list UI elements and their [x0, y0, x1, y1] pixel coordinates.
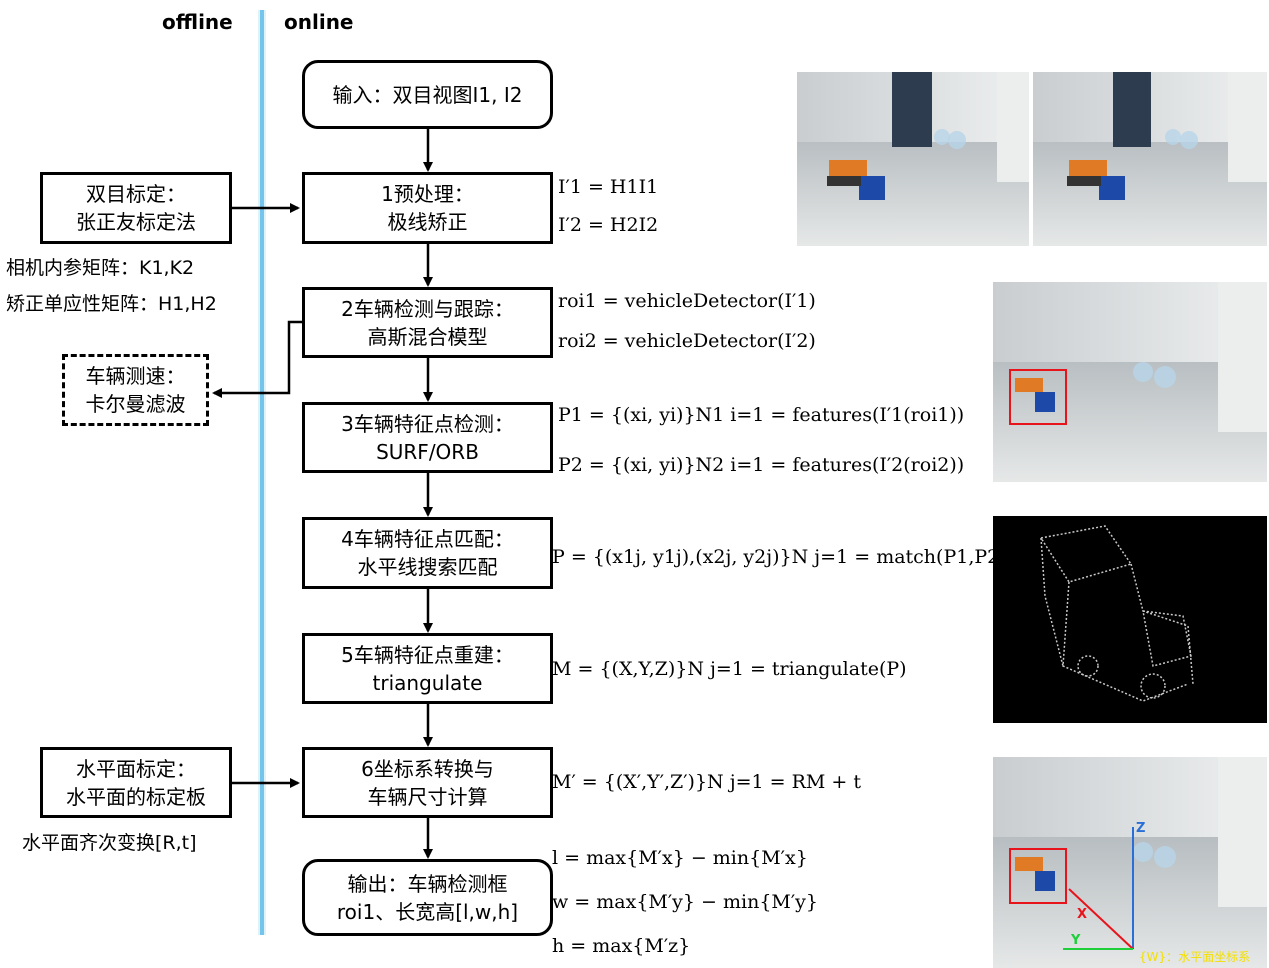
plane-bounding-box — [1009, 848, 1067, 904]
x-axis-line — [1068, 888, 1134, 950]
step4-method: 水平线搜索匹配 — [357, 555, 498, 579]
plane-transform-label: 水平面齐次变换[R,t] — [22, 832, 197, 854]
output-box: 输出：车辆检测框 roi1、长宽高[l,w,h] — [302, 859, 553, 936]
rectified-stereo-image — [797, 72, 1267, 246]
z-axis-label: Z — [1136, 821, 1146, 836]
stereo-calibration-title: 双目标定： — [86, 182, 186, 206]
step1-method: 极线矫正 — [387, 210, 468, 234]
plane-coordinate-image: Z X Y {W}：水平面坐标系 — [993, 757, 1267, 968]
formula-match: P = {(x1j, y1j),(x2j, y2j)}N j=1 = match… — [552, 546, 1007, 568]
stereo-calibration-box: 双目标定： 张正友标定法 — [40, 172, 232, 244]
y-axis-label: Y — [1071, 933, 1081, 948]
formula-features-right: P2 = {(xi, yi)}N2 i=1 = features(I′2(roi… — [558, 454, 965, 476]
plane-calibration-box: 水平面标定： 水平面的标定板 — [40, 747, 232, 818]
stereo-calibration-method: 张正友标定法 — [76, 210, 196, 234]
formula-width: w = max{M′y} − min{M′y} — [552, 891, 819, 913]
step5-title: 5车辆特征点重建： — [341, 642, 514, 667]
offline-header: offline — [162, 10, 233, 34]
step5-method: triangulate — [372, 670, 483, 695]
speed-estimation-box: 车辆测速： 卡尔曼滤波 — [62, 354, 209, 426]
plane-calibration-title: 水平面标定： — [76, 756, 196, 781]
step3-method: SURF/ORB — [376, 439, 479, 464]
bounding-box — [1009, 369, 1067, 425]
intrinsics-label: 相机内参矩阵：K1,K2 — [6, 257, 195, 279]
formula-roi-left: roi1 = vehicleDetector(I′1) — [558, 290, 816, 312]
step4-box: 4车辆特征点匹配： 水平线搜索匹配 — [302, 517, 553, 589]
formula-triangulate: M = {(X,Y,Z)}N j=1 = triangulate(P) — [552, 658, 907, 680]
formula-features-left: P1 = {(xi, yi)}N1 i=1 = features(I′1(roi… — [558, 404, 965, 426]
formula-length: l = max{M′x} − min{M′x} — [552, 847, 808, 869]
step1-title: 1预处理： — [381, 182, 474, 206]
step6-box: 6坐标系转换与 车辆尺寸计算 — [302, 747, 553, 818]
step4-title: 4车辆特征点匹配： — [341, 527, 514, 551]
step6-title: 6坐标系转换与 — [361, 756, 494, 781]
input-label: 输入：双目视图I1, I2 — [332, 82, 523, 107]
speed-estimation-method: 卡尔曼滤波 — [85, 392, 186, 416]
output-values: roi1、长宽高[l,w,h] — [336, 899, 519, 924]
formula-rectify-left: I′1 = H1I1 — [558, 176, 659, 198]
homography-label: 矫正单应性矩阵：H1,H2 — [6, 293, 217, 315]
input-box: 输入：双目视图I1, I2 — [302, 60, 553, 129]
formula-transform: M′ = {(X′,Y′,Z′)}N j=1 = RM + t — [552, 771, 862, 793]
output-title: 输出：车辆检测框 — [347, 871, 508, 896]
step6-method: 车辆尺寸计算 — [367, 784, 488, 809]
plane-caption: {W}：水平面坐标系 — [1139, 950, 1251, 964]
speed-estimation-title: 车辆测速： — [85, 364, 186, 388]
step1-box: 1预处理： 极线矫正 — [302, 172, 553, 244]
plane-calibration-method: 水平面的标定板 — [66, 784, 206, 809]
formula-roi-right: roi2 = vehicleDetector(I′2) — [558, 330, 816, 352]
formula-height: h = max{M′z} — [552, 935, 691, 957]
x-axis-label: X — [1077, 907, 1088, 922]
step3-title: 3车辆特征点检测： — [341, 411, 514, 436]
formula-rectify-right: I′2 = H2I2 — [558, 214, 659, 236]
step2-method: 高斯混合模型 — [367, 324, 488, 349]
step2-box: 2车辆检测与跟踪： 高斯混合模型 — [302, 287, 553, 358]
arrow-s2-speed — [212, 320, 302, 398]
online-header: online — [284, 10, 354, 34]
left-view — [797, 72, 1029, 246]
step5-box: 5车辆特征点重建： triangulate — [302, 633, 553, 704]
detection-image — [993, 282, 1267, 482]
right-view — [1033, 72, 1267, 246]
step2-title: 2车辆检测与跟踪： — [341, 296, 514, 321]
step3-box: 3车辆特征点检测： SURF/ORB — [302, 402, 553, 473]
feature-points-image — [993, 516, 1267, 723]
